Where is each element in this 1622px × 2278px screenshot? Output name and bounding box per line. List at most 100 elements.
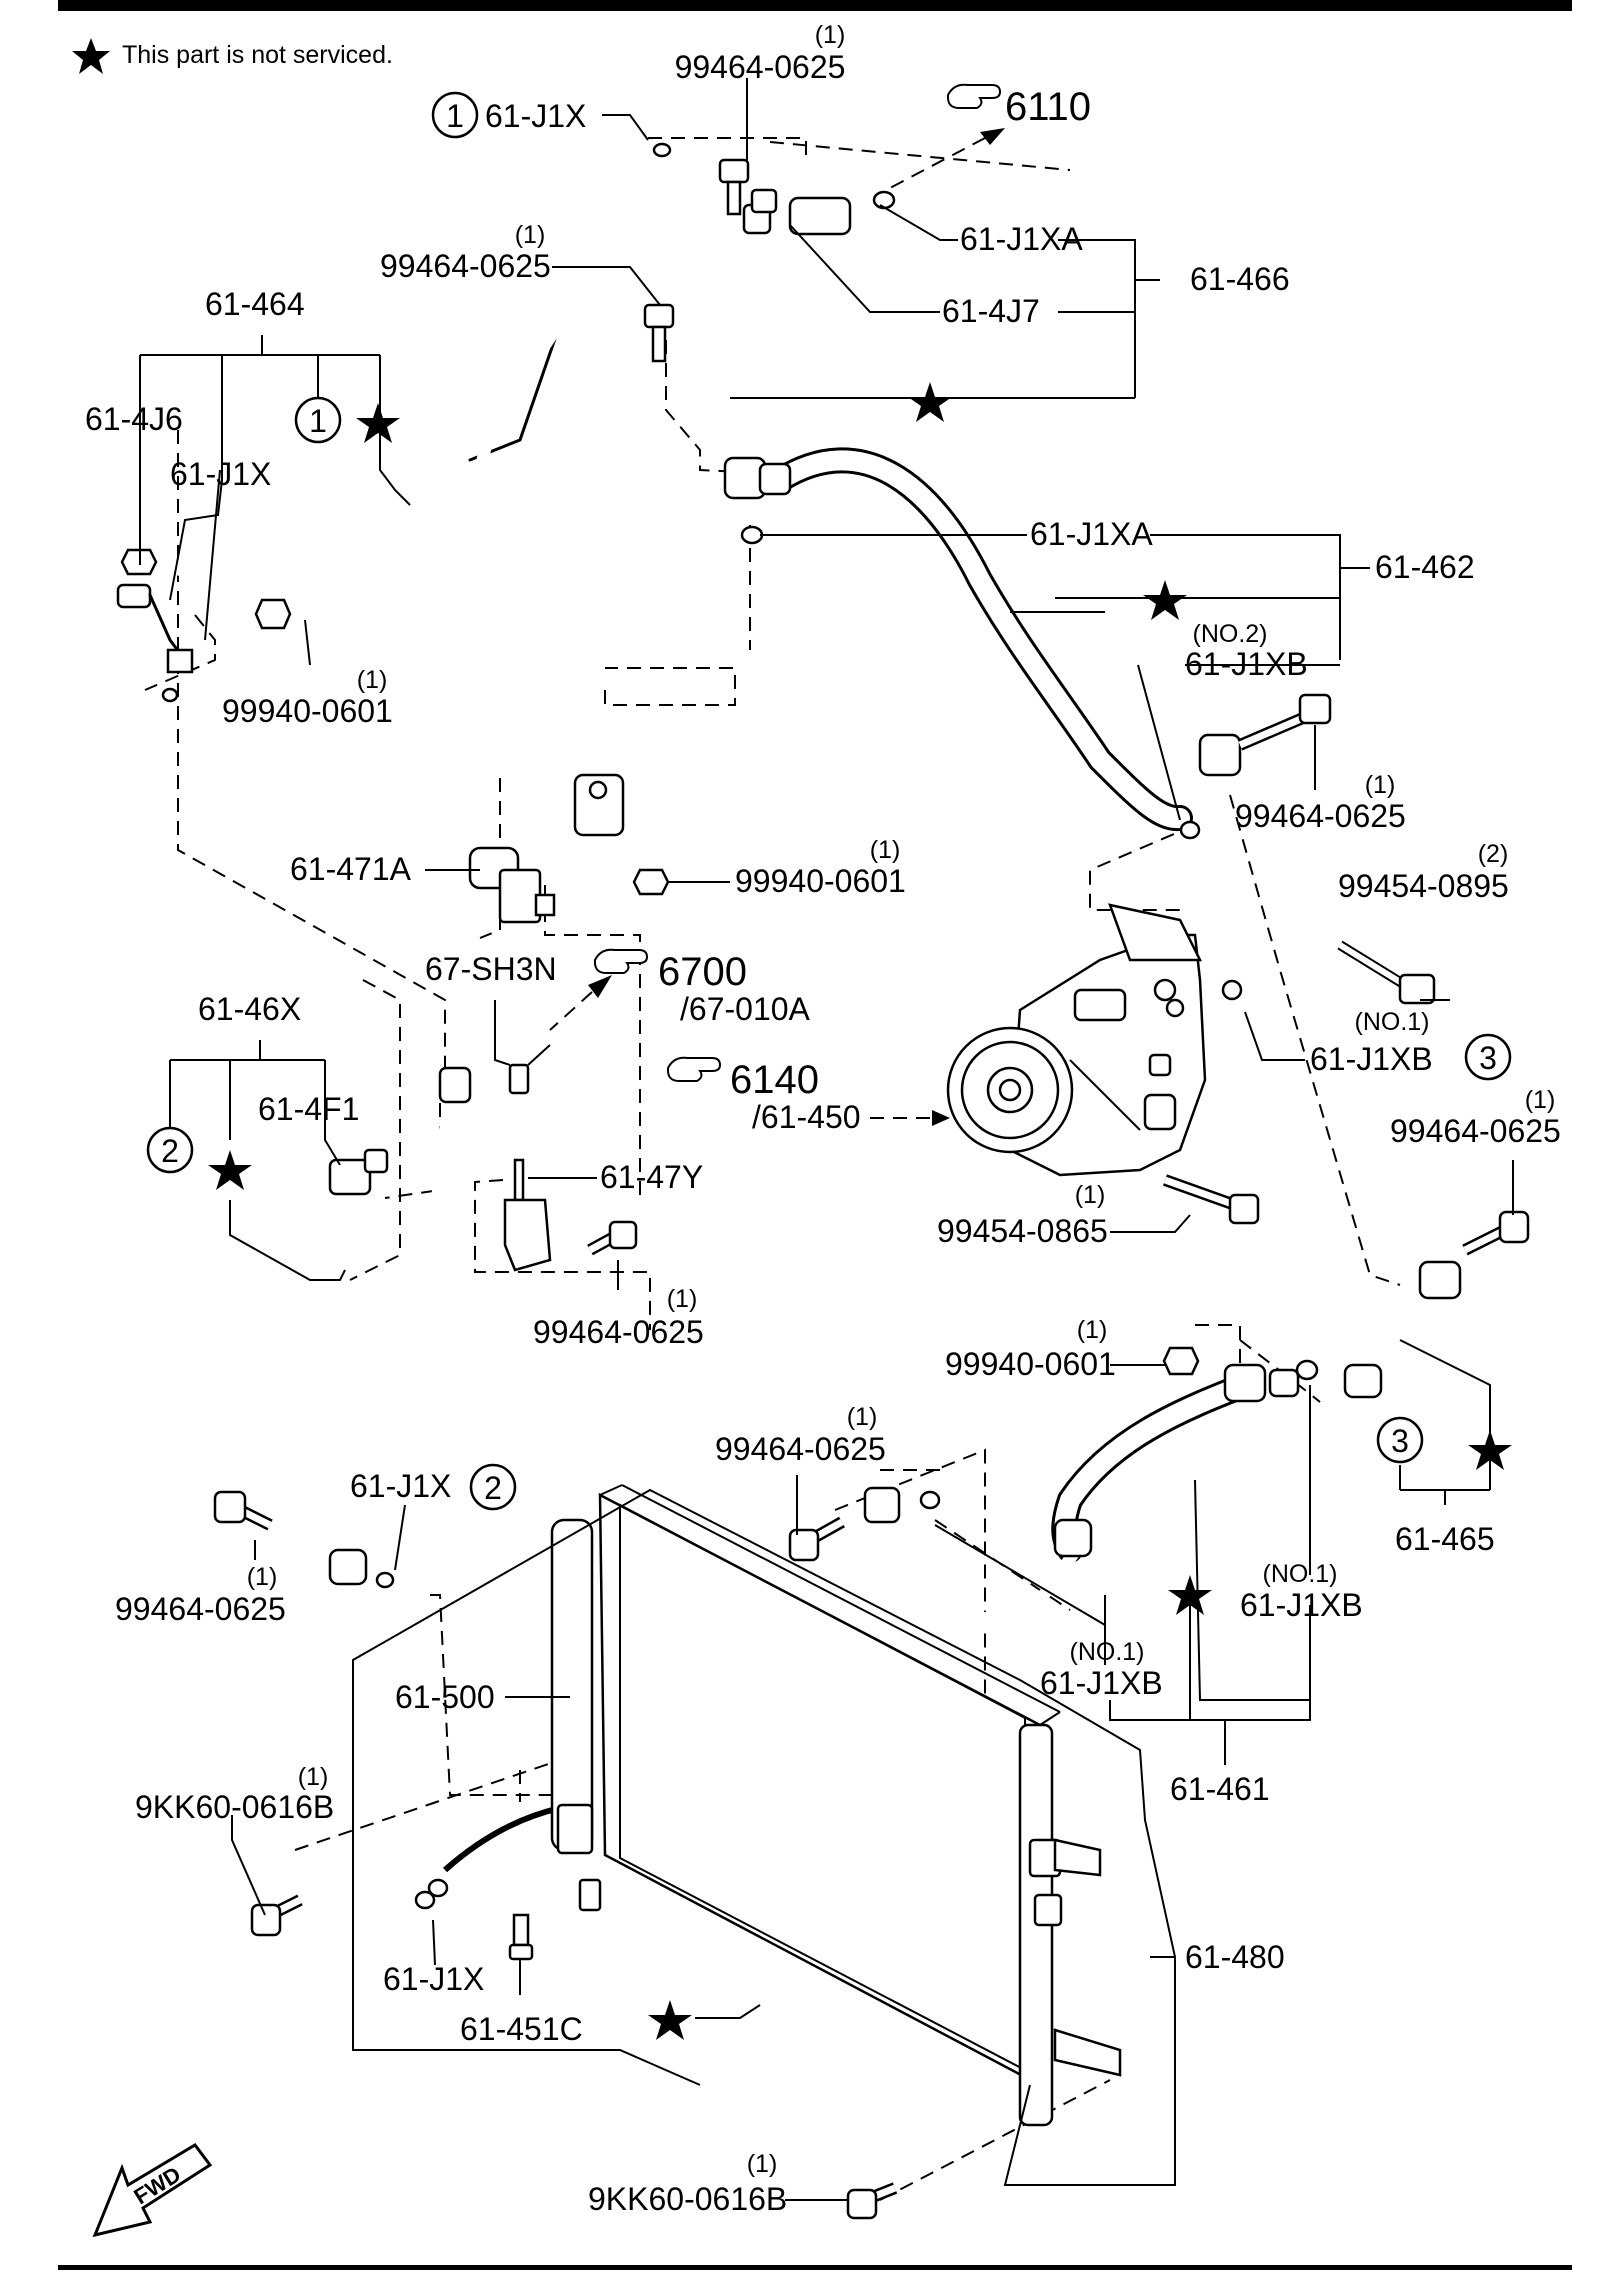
callout-circles: 1 1 2 2 3 3 xyxy=(146,91,1512,1511)
bolt-99464-0625-top xyxy=(718,158,750,216)
qty-99454-0895: (2) xyxy=(1478,840,1509,868)
label-9kk60-0616b-b: 9KK60-0616B xyxy=(588,2181,787,2217)
qty-99464-0625-462: (1) xyxy=(1365,771,1396,799)
qty-no1-comp: (NO.1) xyxy=(1355,1008,1430,1036)
callout-circle-3-465: 3 xyxy=(1391,1423,1409,1459)
label-99464-0625-461: 99464-0625 xyxy=(715,1431,886,1467)
label-61-462: 61-462 xyxy=(1375,549,1475,585)
star-icon xyxy=(1468,1430,1512,1470)
label-61-465: 61-465 xyxy=(1395,1521,1495,1557)
top-border xyxy=(58,0,1572,11)
qty-no1-b: (NO.1) xyxy=(1070,1638,1145,1666)
qty-99464-0625-ll: (1) xyxy=(247,1563,278,1591)
bolt-99464-0625-461 xyxy=(788,1516,845,1562)
star-markers xyxy=(208,382,1512,2040)
bolt-99464-0625-462 xyxy=(1237,693,1332,751)
label-61-j1xb-462: 61-J1XB xyxy=(1185,646,1308,682)
reference-61-450-label: /61-450 xyxy=(752,1099,861,1135)
pipe-61-464 xyxy=(174,144,636,576)
callout-circle-2-46x: 2 xyxy=(161,1133,179,1169)
qty-9kk60-0616b-b: (1) xyxy=(747,2150,778,2178)
label-61-j1xa-462: 61-J1XA xyxy=(1030,516,1153,552)
hand-pointer-icon xyxy=(593,948,649,974)
label-61-4j7: 61-4J7 xyxy=(942,293,1040,329)
bolt-9kk60-0616b-a xyxy=(250,1894,303,1937)
label-61-500: 61-500 xyxy=(395,1679,495,1715)
label-99940-0601-a: 99940-0601 xyxy=(222,693,393,729)
label-61-471a: 61-471A xyxy=(290,851,412,887)
qty-99940-0601-b: (1) xyxy=(870,836,901,864)
bolt-99464-0625-ll xyxy=(213,1490,273,1531)
label-99940-0601-c: 99940-0601 xyxy=(945,1346,1116,1382)
bolt-99464-0625-left xyxy=(643,303,675,363)
nut-99940-0601-b xyxy=(632,868,670,896)
label-61-466: 61-466 xyxy=(1190,261,1290,297)
fwd-arrow: FWD xyxy=(92,2143,213,2238)
fitting-61-465 xyxy=(1343,1260,1462,1399)
desiccant-arrow xyxy=(443,1805,561,1873)
qty-no2: (NO.2) xyxy=(1193,620,1268,648)
label-61-j1xa-top: 61-J1XA xyxy=(960,221,1083,257)
label-99454-0865: 99454-0865 xyxy=(937,1213,1108,1249)
label-9kk60-0616b-a: 9KK60-0616B xyxy=(135,1789,334,1825)
bolt-9kk60-0616b-b xyxy=(846,2182,898,2220)
reference-6110: 6110 xyxy=(889,83,1091,189)
label-99464-0625-462: 99464-0625 xyxy=(1235,798,1406,834)
callout-circle-2-j1x: 2 xyxy=(484,1470,502,1506)
hand-pointer-icon xyxy=(666,1056,722,1082)
qty-99464-0625-top: (1) xyxy=(815,21,846,49)
label-61-j1x-top: 61-J1X xyxy=(485,98,586,134)
star-icon xyxy=(1168,1575,1212,1615)
qty-99464-0625-47y: (1) xyxy=(667,1285,698,1313)
part-labels: (1) 99464-0625 61-J1X 61-J1XA 61-466 61-… xyxy=(85,21,1561,2217)
bolt-61-451c xyxy=(508,1913,534,1961)
arrow-head-icon xyxy=(932,1110,950,1126)
label-99464-0625-top: 99464-0625 xyxy=(675,49,846,85)
callout-circle-3-j1xb: 3 xyxy=(1479,1040,1497,1076)
bolt-99454-0895 xyxy=(1337,940,1436,1005)
nut-99940-0601-a xyxy=(254,598,292,630)
label-61-j1xb-a: 61-J1XB xyxy=(1240,1587,1363,1623)
bolt-99464-0625-right xyxy=(1462,1210,1530,1256)
star-icon xyxy=(72,38,110,74)
label-99454-0895: 99454-0895 xyxy=(1338,868,1509,904)
label-61-4j6: 61-4J6 xyxy=(85,401,183,437)
bolt-99454-0865 xyxy=(1162,1174,1260,1225)
label-61-j1x-464: 61-J1X xyxy=(170,456,271,492)
label-61-j1xb-comp: 61-J1XB xyxy=(1310,1041,1433,1077)
label-61-47y: 61-47Y xyxy=(600,1159,703,1195)
bottom-border xyxy=(58,2265,1572,2270)
fitting-61-4j7 xyxy=(742,188,852,236)
pipe-61-466-upper xyxy=(714,209,796,466)
fitting-61-461-left xyxy=(863,1486,901,1524)
label-99940-0601-b: 99940-0601 xyxy=(735,863,906,899)
reference-6110-label: 6110 xyxy=(1005,85,1091,129)
hand-pointer-icon xyxy=(946,83,1002,109)
qty-9kk60-0616b-a: (1) xyxy=(298,1763,329,1791)
sensor-67-sh3n xyxy=(508,1044,551,1095)
star-icon xyxy=(208,1150,252,1190)
legend-note: This part is not serviced. xyxy=(72,38,393,74)
clamp-61-471a xyxy=(468,846,556,924)
legend-note-text: This part is not serviced. xyxy=(122,41,393,69)
reference-67-010a-label: /67-010A xyxy=(680,991,811,1027)
label-67-sh3n: 67-SH3N xyxy=(425,951,557,987)
compressor-61-450 xyxy=(946,903,1207,1177)
reference-6700-label: 6700 xyxy=(658,950,747,994)
star-icon xyxy=(648,2000,692,2040)
o-rings xyxy=(161,142,1319,1910)
fitting-61-461-end xyxy=(1053,1363,1300,1558)
pipe-61-46x xyxy=(289,1079,458,1576)
qty-99464-0625-left: (1) xyxy=(515,221,546,249)
pipe-support-block xyxy=(573,773,625,837)
label-61-46x: 61-46X xyxy=(198,991,301,1027)
fwd-arrow-icon xyxy=(92,2143,213,2238)
qty-no1-a: (NO.1) xyxy=(1263,1560,1338,1588)
nut-99940-0601-c xyxy=(1162,1346,1200,1376)
fitting-61-462-end xyxy=(723,456,792,500)
label-61-j1xb-b: 61-J1XB xyxy=(1040,1665,1163,1701)
star-icon xyxy=(908,382,952,422)
qty-99940-0601-a: (1) xyxy=(357,666,388,694)
reference-6140-label: 6140 xyxy=(730,1058,819,1102)
arrow-head-icon xyxy=(980,128,1005,145)
